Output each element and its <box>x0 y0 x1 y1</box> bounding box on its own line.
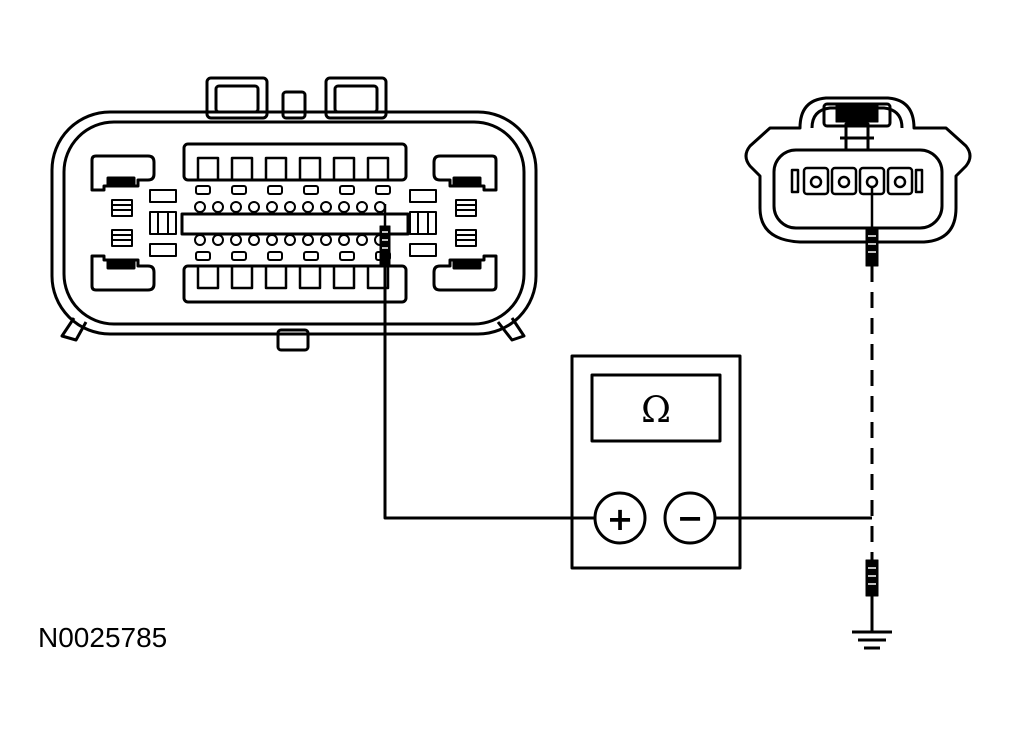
ground-symbol-icon <box>852 559 892 650</box>
positive-terminal <box>593 491 647 545</box>
positive-terminal-label: + <box>607 500 634 538</box>
meter-display <box>590 373 722 443</box>
probe-tip-icon <box>865 188 879 267</box>
figure-reference-code: N0025785 <box>38 622 168 653</box>
negative-terminal-label: − <box>677 499 704 537</box>
four-pin-connector-icon <box>744 96 972 244</box>
meter-display-symbol: Ω <box>641 390 671 431</box>
negative-terminal <box>663 491 717 545</box>
positive-lead-wire <box>383 266 596 520</box>
multi-pin-connector-icon <box>50 76 538 352</box>
ohmmeter-icon: Ω + − <box>570 354 742 570</box>
